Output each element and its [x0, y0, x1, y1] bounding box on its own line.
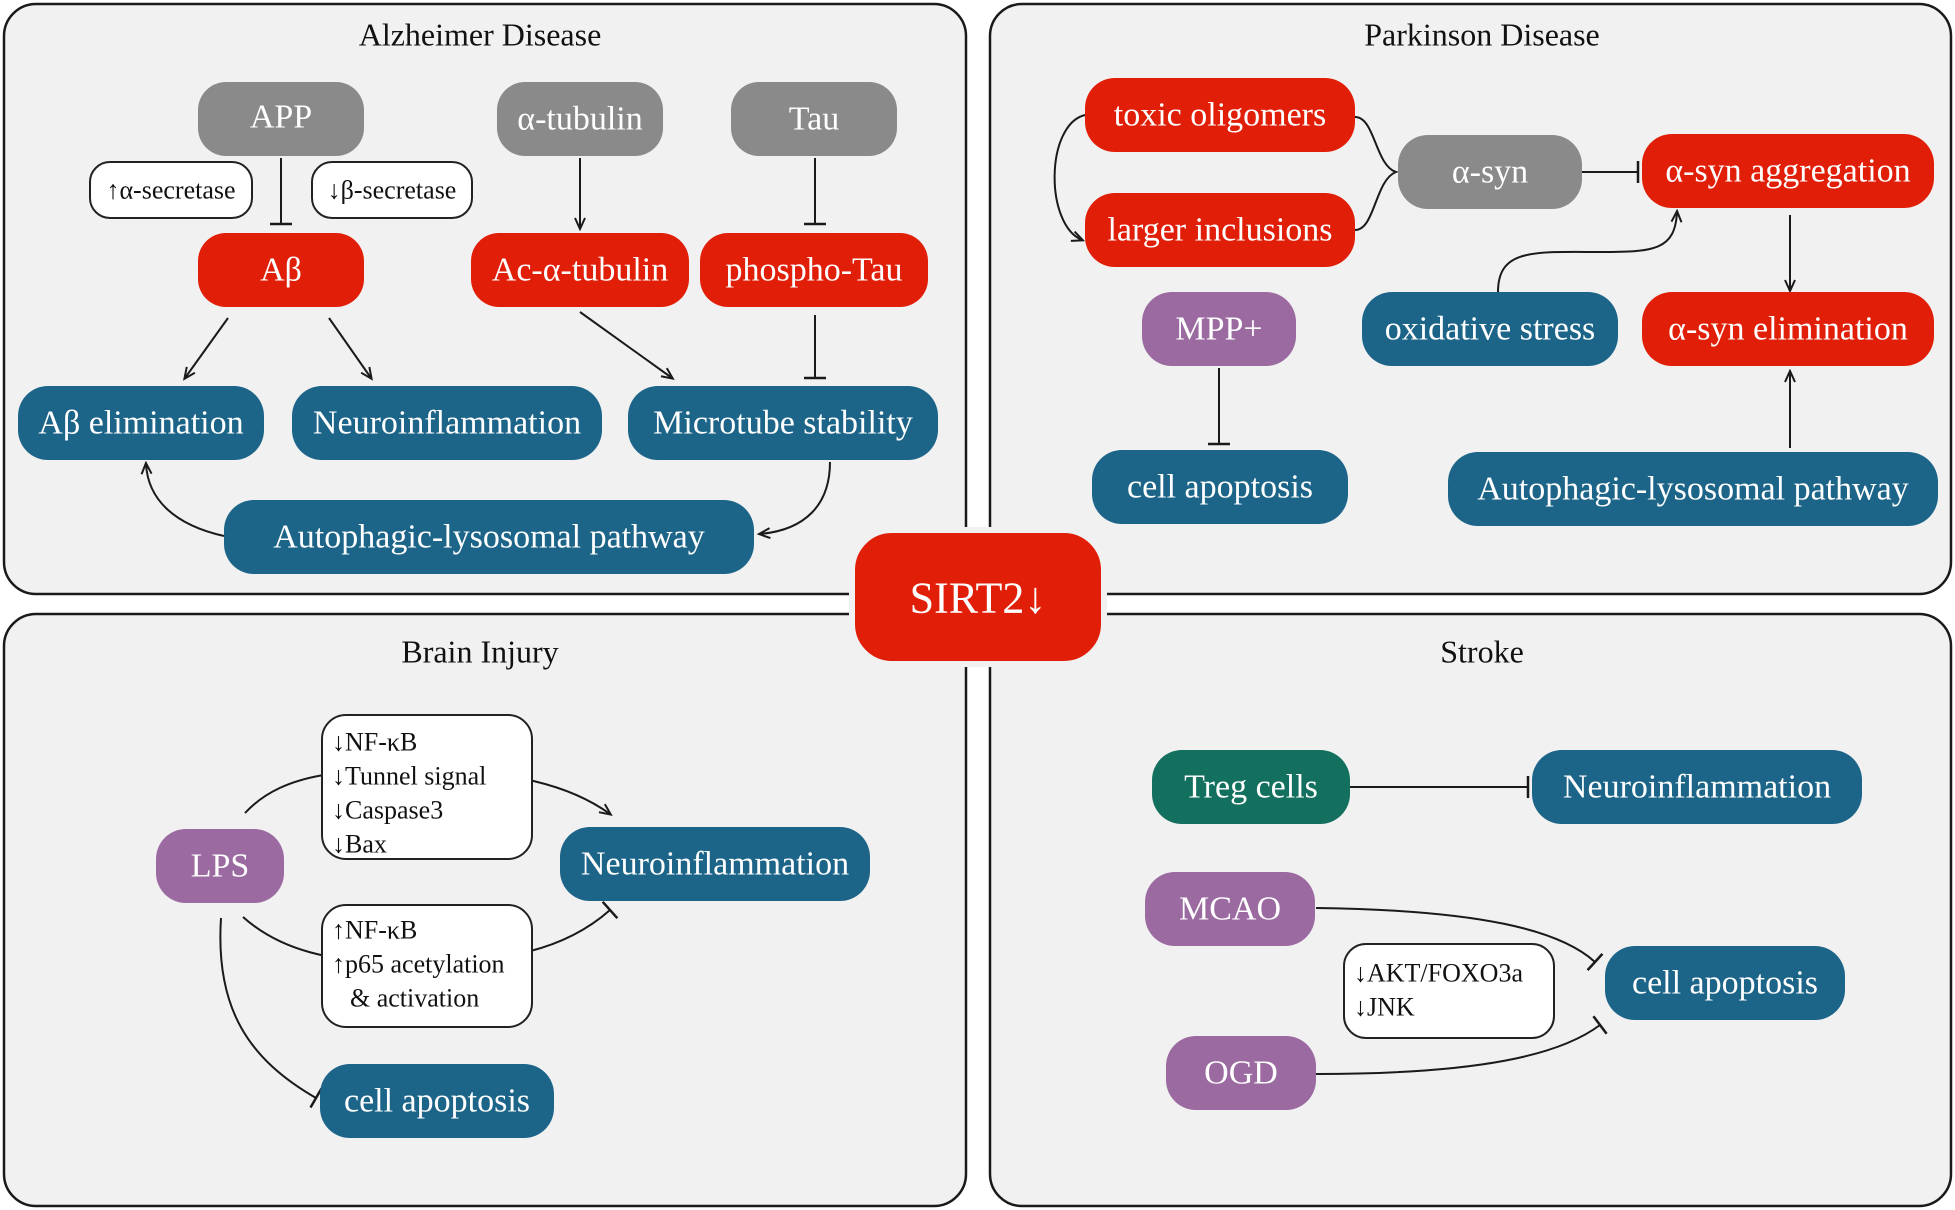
svg-text:α-syn elimination: α-syn elimination [1668, 311, 1908, 348]
svg-text:Aβ elimination: Aβ elimination [38, 405, 243, 442]
svg-text:↓β-secretase: ↓β-secretase [328, 176, 457, 205]
node-cell-apoptosis-stroke: cell apoptosis [1605, 946, 1845, 1020]
svg-text:Microtube stability: Microtube stability [653, 405, 913, 442]
node-neuroinflammation-stroke: Neuroinflammation [1532, 750, 1862, 824]
node-cell-apoptosis-pd: cell apoptosis [1092, 450, 1348, 524]
svg-text:↑α-secretase: ↑α-secretase [106, 176, 235, 205]
node-abeta: Aβ [198, 233, 364, 307]
node-autophagic-ad: Autophagic-lysosomal pathway [224, 500, 754, 574]
svg-text:OGD: OGD [1204, 1055, 1278, 1092]
svg-text:cell apoptosis: cell apoptosis [1127, 469, 1313, 506]
svg-text:↓Bax: ↓Bax [332, 830, 387, 859]
node-ac-alpha-tubulin: Ac-α-tubulin [471, 233, 689, 307]
svg-text:& activation: & activation [350, 984, 479, 1013]
svg-text:↓Tunnel signal: ↓Tunnel signal [332, 762, 486, 791]
node-oxidative-stress: oxidative stress [1362, 292, 1618, 366]
node-microtube-stability: Microtube stability [628, 386, 938, 460]
svg-text:Treg cells: Treg cells [1184, 769, 1318, 806]
brain-injury-note-1: ↓NF-κB ↓Tunnel signal ↓Caspase3 ↓Bax [321, 714, 533, 860]
lps-inhibits-apoptosis [219, 917, 323, 1109]
node-alpha-tubulin: α-tubulin [497, 82, 663, 156]
svg-text:Neuroinflammation: Neuroinflammation [1563, 769, 1831, 806]
svg-text:oxidative stress: oxidative stress [1385, 311, 1596, 348]
svg-text:SIRT2↓: SIRT2↓ [910, 574, 1047, 623]
node-phospho-tau: phospho-Tau [700, 233, 928, 307]
abeta-to-elimination [185, 317, 229, 378]
abeta-to-neuroinflammation [328, 317, 371, 378]
mcao-inhibits-apoptosis [1315, 907, 1604, 971]
svg-text:α-syn aggregation: α-syn aggregation [1665, 153, 1910, 190]
node-toxic-oligomers: toxic oligomers [1085, 78, 1355, 152]
svg-text:α-syn: α-syn [1452, 154, 1528, 191]
svg-text:↓Caspase3: ↓Caspase3 [332, 796, 443, 825]
svg-text:↑NF-κB: ↑NF-κB [332, 916, 417, 945]
svg-text:↓JNK: ↓JNK [1354, 993, 1415, 1022]
svg-text:Autophagic-lysosomal pathway: Autophagic-lysosomal pathway [1477, 471, 1909, 508]
node-asyn-aggregation: α-syn aggregation [1642, 134, 1934, 208]
svg-text:cell apoptosis: cell apoptosis [344, 1083, 530, 1120]
svg-text:cell apoptosis: cell apoptosis [1632, 965, 1818, 1002]
svg-text:↑p65 acetylation: ↑p65 acetylation [332, 950, 505, 979]
stroke-note: ↓AKT/FOXO3a ↓JNK [1343, 943, 1555, 1039]
svg-text:Neuroinflammation: Neuroinflammation [581, 846, 849, 883]
brain-injury-note-2: ↑NF-κB ↑p65 acetylation & activation [321, 904, 533, 1028]
node-neuroinflammation-ad: Neuroinflammation [292, 386, 602, 460]
svg-text:LPS: LPS [191, 848, 250, 885]
node-asyn-elimination: α-syn elimination [1642, 292, 1934, 366]
svg-text:Tau: Tau [789, 101, 840, 138]
svg-text:APP: APP [250, 99, 312, 136]
stroke-title: Stroke [1440, 633, 1524, 669]
ac-tubulin-to-microtube [579, 311, 672, 378]
node-autophagic-pd: Autophagic-lysosomal pathway [1448, 452, 1938, 526]
microtube-to-autophagic [760, 461, 831, 534]
alzheimer-title: Alzheimer Disease [359, 16, 602, 52]
svg-text:↓AKT/FOXO3a: ↓AKT/FOXO3a [1354, 959, 1523, 988]
brain-injury-title: Brain Injury [401, 633, 558, 669]
node-mcao: MCAO [1145, 872, 1315, 946]
svg-text:Autophagic-lysosomal pathway: Autophagic-lysosomal pathway [273, 519, 705, 556]
node-ogd: OGD [1166, 1036, 1316, 1110]
node-abeta-elimination: Aβ elimination [18, 386, 264, 460]
node-alpha-syn: α-syn [1398, 135, 1582, 209]
alpha-secretase-note: ↑α-secretase [89, 161, 253, 219]
node-app: APP [198, 82, 364, 156]
node-lps: LPS [156, 829, 284, 903]
node-tau: Tau [731, 82, 897, 156]
autophagic-to-abeta-elim [146, 464, 225, 537]
svg-text:Ac-α-tubulin: Ac-α-tubulin [492, 252, 668, 289]
stroke-panel [988, 612, 1953, 1208]
toxic-to-larger-loop [1053, 114, 1086, 240]
beta-secretase-note: ↓β-secretase [311, 161, 473, 219]
svg-text:α-tubulin: α-tubulin [517, 101, 642, 138]
node-cell-apoptosis-bi: cell apoptosis [320, 1064, 554, 1138]
node-larger-inclusions: larger inclusions [1085, 193, 1355, 267]
svg-text:Neuroinflammation: Neuroinflammation [313, 405, 581, 442]
node-sirt2-center: SIRT2↓ [849, 527, 1107, 667]
node-mpp: MPP+ [1142, 292, 1296, 366]
svg-text:MPP+: MPP+ [1175, 311, 1262, 348]
node-treg-cells: Treg cells [1152, 750, 1350, 824]
svg-text:phospho-Tau: phospho-Tau [725, 252, 902, 289]
oxidative-to-aggregation [1497, 212, 1677, 293]
ogd-inhibits-apoptosis [1315, 1015, 1608, 1075]
node-neuroinflammation-bi: Neuroinflammation [560, 827, 870, 901]
svg-text:MCAO: MCAO [1179, 891, 1281, 928]
svg-text:↓NF-κB: ↓NF-κB [332, 728, 417, 757]
svg-text:Aβ: Aβ [260, 252, 302, 289]
svg-text:larger inclusions: larger inclusions [1107, 212, 1332, 249]
oligomers-brace [1354, 116, 1399, 231]
parkinson-title: Parkinson Disease [1364, 16, 1600, 52]
svg-text:toxic oligomers: toxic oligomers [1114, 97, 1326, 134]
